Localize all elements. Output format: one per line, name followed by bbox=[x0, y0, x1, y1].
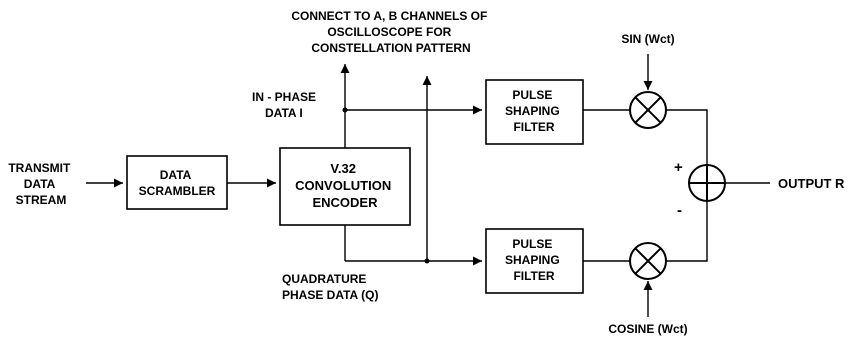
sin-mixer-to-summer bbox=[666, 109, 708, 165]
multiplier-icon bbox=[629, 91, 667, 129]
input-label: TRANSMIT DATA STREAM bbox=[8, 161, 73, 207]
scope-note: CONNECT TO A, B CHANNELS OF OSCILLOSCOPE… bbox=[291, 9, 490, 55]
encoder-label: V.32 CONVOLUTION ENCODER bbox=[295, 161, 395, 210]
pulse-shaping-filter-bottom bbox=[485, 228, 584, 294]
filter-bottom-label: PULSE SHAPING FILTER bbox=[505, 237, 563, 283]
filter-top-label: PULSE SHAPING FILTER bbox=[505, 88, 563, 134]
summer-minus-sign: - bbox=[677, 202, 682, 219]
summer-plus-sign: + bbox=[674, 159, 683, 176]
quadrature-label: QUADRATURE PHASE DATA (Q) bbox=[282, 272, 378, 302]
junction-dot-in-phase bbox=[342, 107, 348, 113]
output-label: OUTPUT R bbox=[778, 176, 845, 191]
summing-junction-icon bbox=[688, 164, 726, 202]
multiplier-icon bbox=[629, 242, 667, 280]
sin-carrier-label: SIN (Wct) bbox=[621, 32, 674, 46]
pulse-shaping-filter-top bbox=[485, 79, 584, 145]
convolution-encoder-block bbox=[279, 147, 411, 226]
scrambler-label: DATA SCRAMBLER bbox=[139, 168, 216, 198]
cos-carrier-label: COSINE (Wct) bbox=[608, 322, 687, 336]
junction-dot-quadrature bbox=[424, 258, 430, 264]
in-phase-label: IN - PHASE DATA I bbox=[252, 90, 319, 120]
data-scrambler-block bbox=[126, 155, 228, 210]
cos-mixer-to-summer bbox=[666, 201, 708, 262]
